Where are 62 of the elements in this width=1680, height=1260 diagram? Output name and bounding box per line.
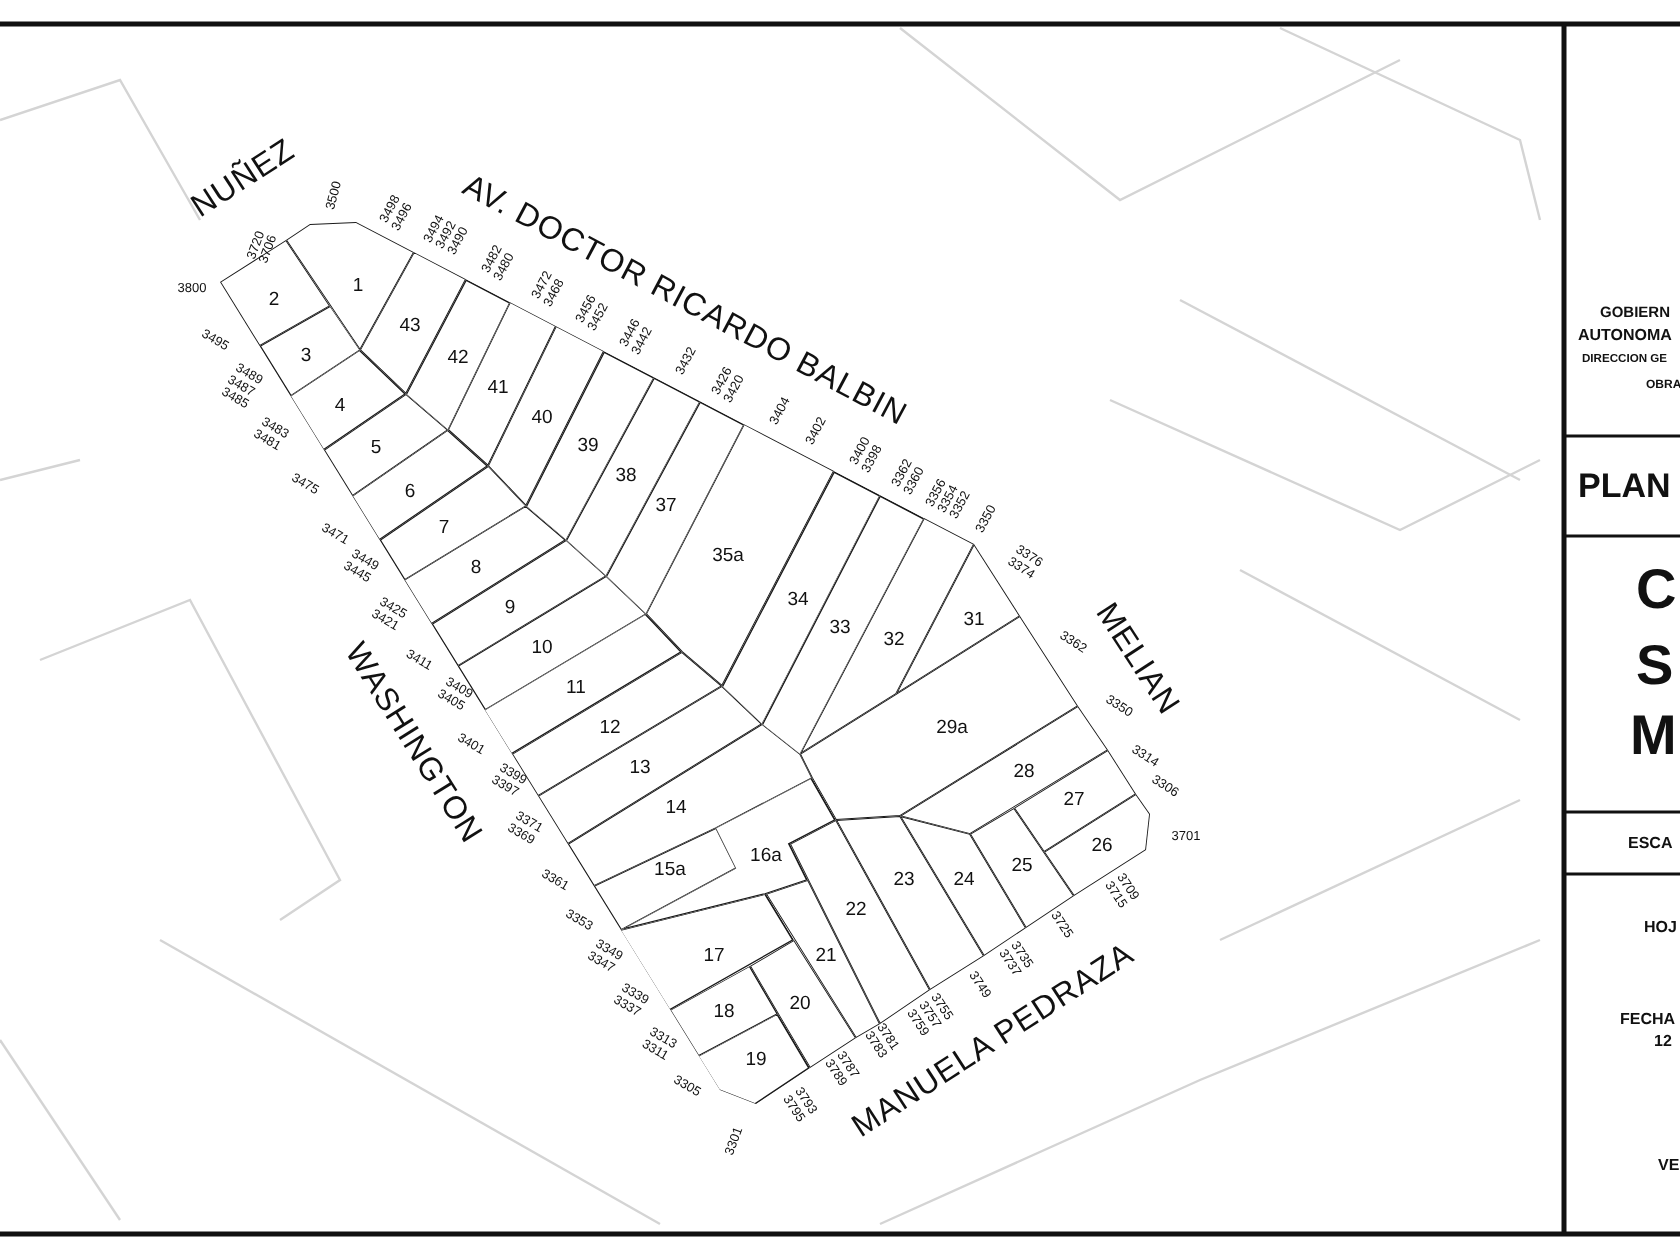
title-block-text: C [1636, 562, 1677, 618]
land-parcel [379, 466, 526, 580]
parcel-number: 14 [665, 798, 687, 818]
title-block-text: ESCA [1628, 836, 1673, 852]
parcel-number: 35a [712, 546, 744, 566]
parcel-number: 18 [713, 1002, 735, 1022]
parcel-number: 6 [404, 482, 416, 502]
parcel-number: 27 [1063, 790, 1085, 810]
land-parcel [360, 252, 466, 394]
parcel-number: 39 [577, 436, 599, 456]
parcel-number: 42 [447, 348, 469, 368]
parcel-number: 25 [1011, 856, 1033, 876]
parcel-number: 19 [745, 1050, 767, 1070]
parcel-number: 23 [893, 870, 915, 890]
parcel-number: 4 [334, 396, 346, 416]
parcel-number: 17 [703, 946, 725, 966]
title-block-text: M [1630, 708, 1677, 764]
parcel-number: 3 [300, 346, 312, 366]
parcel-number: 41 [487, 378, 509, 398]
parcel-number: 9 [504, 598, 516, 618]
parcel-number: 5 [370, 438, 382, 458]
parcel-number: 15a [654, 860, 686, 880]
parcel-number: 37 [655, 496, 677, 516]
parcel-number: 43 [399, 316, 421, 336]
parcel-number: 31 [963, 610, 985, 630]
parcel-number: 12 [599, 718, 621, 738]
parcel-number: 32 [883, 630, 905, 650]
parcel-number: 40 [531, 408, 553, 428]
land-parcel [1014, 750, 1136, 852]
title-block-text: FECHA [1620, 1012, 1676, 1028]
parcel-number: 1 [352, 276, 364, 296]
parcel-number: 24 [953, 870, 975, 890]
title-block-text: AUTONOMA [1578, 328, 1672, 344]
parcel-number: 13 [629, 758, 651, 778]
parcel-number: 28 [1013, 762, 1035, 782]
land-parcel [404, 506, 566, 624]
land-parcel [323, 394, 448, 496]
parcel-number: 22 [845, 900, 867, 920]
parcel-number: 16a [750, 846, 782, 866]
title-block-text: PLAN [1578, 469, 1671, 503]
parcel-number: 20 [789, 994, 811, 1014]
parcel-number: 10 [531, 638, 553, 658]
title-block-text: VE [1658, 1158, 1680, 1174]
land-parcel [484, 614, 682, 754]
parcel-number: 7 [438, 518, 450, 538]
land-parcel [352, 430, 488, 540]
parcel-number: 8 [470, 558, 482, 578]
title-block-text: S [1636, 638, 1674, 694]
land-parcel [290, 350, 406, 450]
parcel-number: 21 [815, 946, 837, 966]
parcel-number: 34 [787, 590, 809, 610]
parcel-number: 11 [566, 678, 586, 698]
parcel-number: 33 [829, 618, 851, 638]
land-parcel [606, 401, 744, 614]
parcel-number: 2 [268, 290, 280, 310]
title-block-text: HOJ [1644, 920, 1677, 936]
parcel-number: 26 [1091, 836, 1113, 856]
parcel-number: 29a [936, 718, 968, 738]
land-parcel [526, 351, 654, 540]
parcel-number: 38 [615, 466, 637, 486]
land-parcel [566, 377, 700, 576]
title-block-text: 12 [1654, 1034, 1672, 1050]
